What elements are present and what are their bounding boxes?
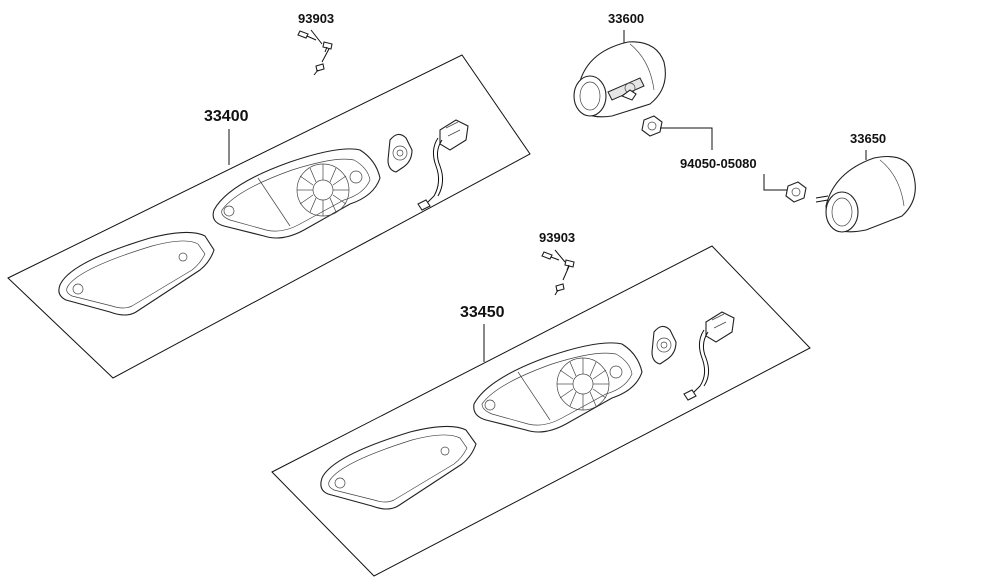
label-33600: 33600 xyxy=(608,11,644,26)
label-33450: 33450 xyxy=(460,304,505,321)
socket-33450 xyxy=(651,325,677,365)
screw-93903-top xyxy=(297,29,333,76)
nut-leader-bottom xyxy=(763,174,790,191)
housing-33450 xyxy=(473,342,643,433)
harness-33400 xyxy=(417,119,469,211)
lens-33400 xyxy=(58,231,215,316)
socket-33400 xyxy=(387,133,413,173)
nut-leader-top xyxy=(660,127,713,150)
housing-33400 xyxy=(212,148,381,239)
label-93903-mid: 93903 xyxy=(539,230,575,245)
label-93903-top: 93903 xyxy=(298,11,334,26)
screw-93903-mid xyxy=(541,249,575,296)
label-33400: 33400 xyxy=(204,108,249,125)
nut-bottom xyxy=(785,181,807,203)
nut-top xyxy=(641,115,663,137)
label-33650: 33650 xyxy=(850,131,886,146)
lens-33450 xyxy=(320,425,477,510)
label-94050-05080: 94050-05080 xyxy=(680,156,757,171)
panel-33450 xyxy=(271,245,811,577)
lamp-33600 xyxy=(573,41,666,118)
panel-33400 xyxy=(7,54,531,379)
harness-33450 xyxy=(683,311,735,401)
lamp-33650 xyxy=(815,155,916,233)
